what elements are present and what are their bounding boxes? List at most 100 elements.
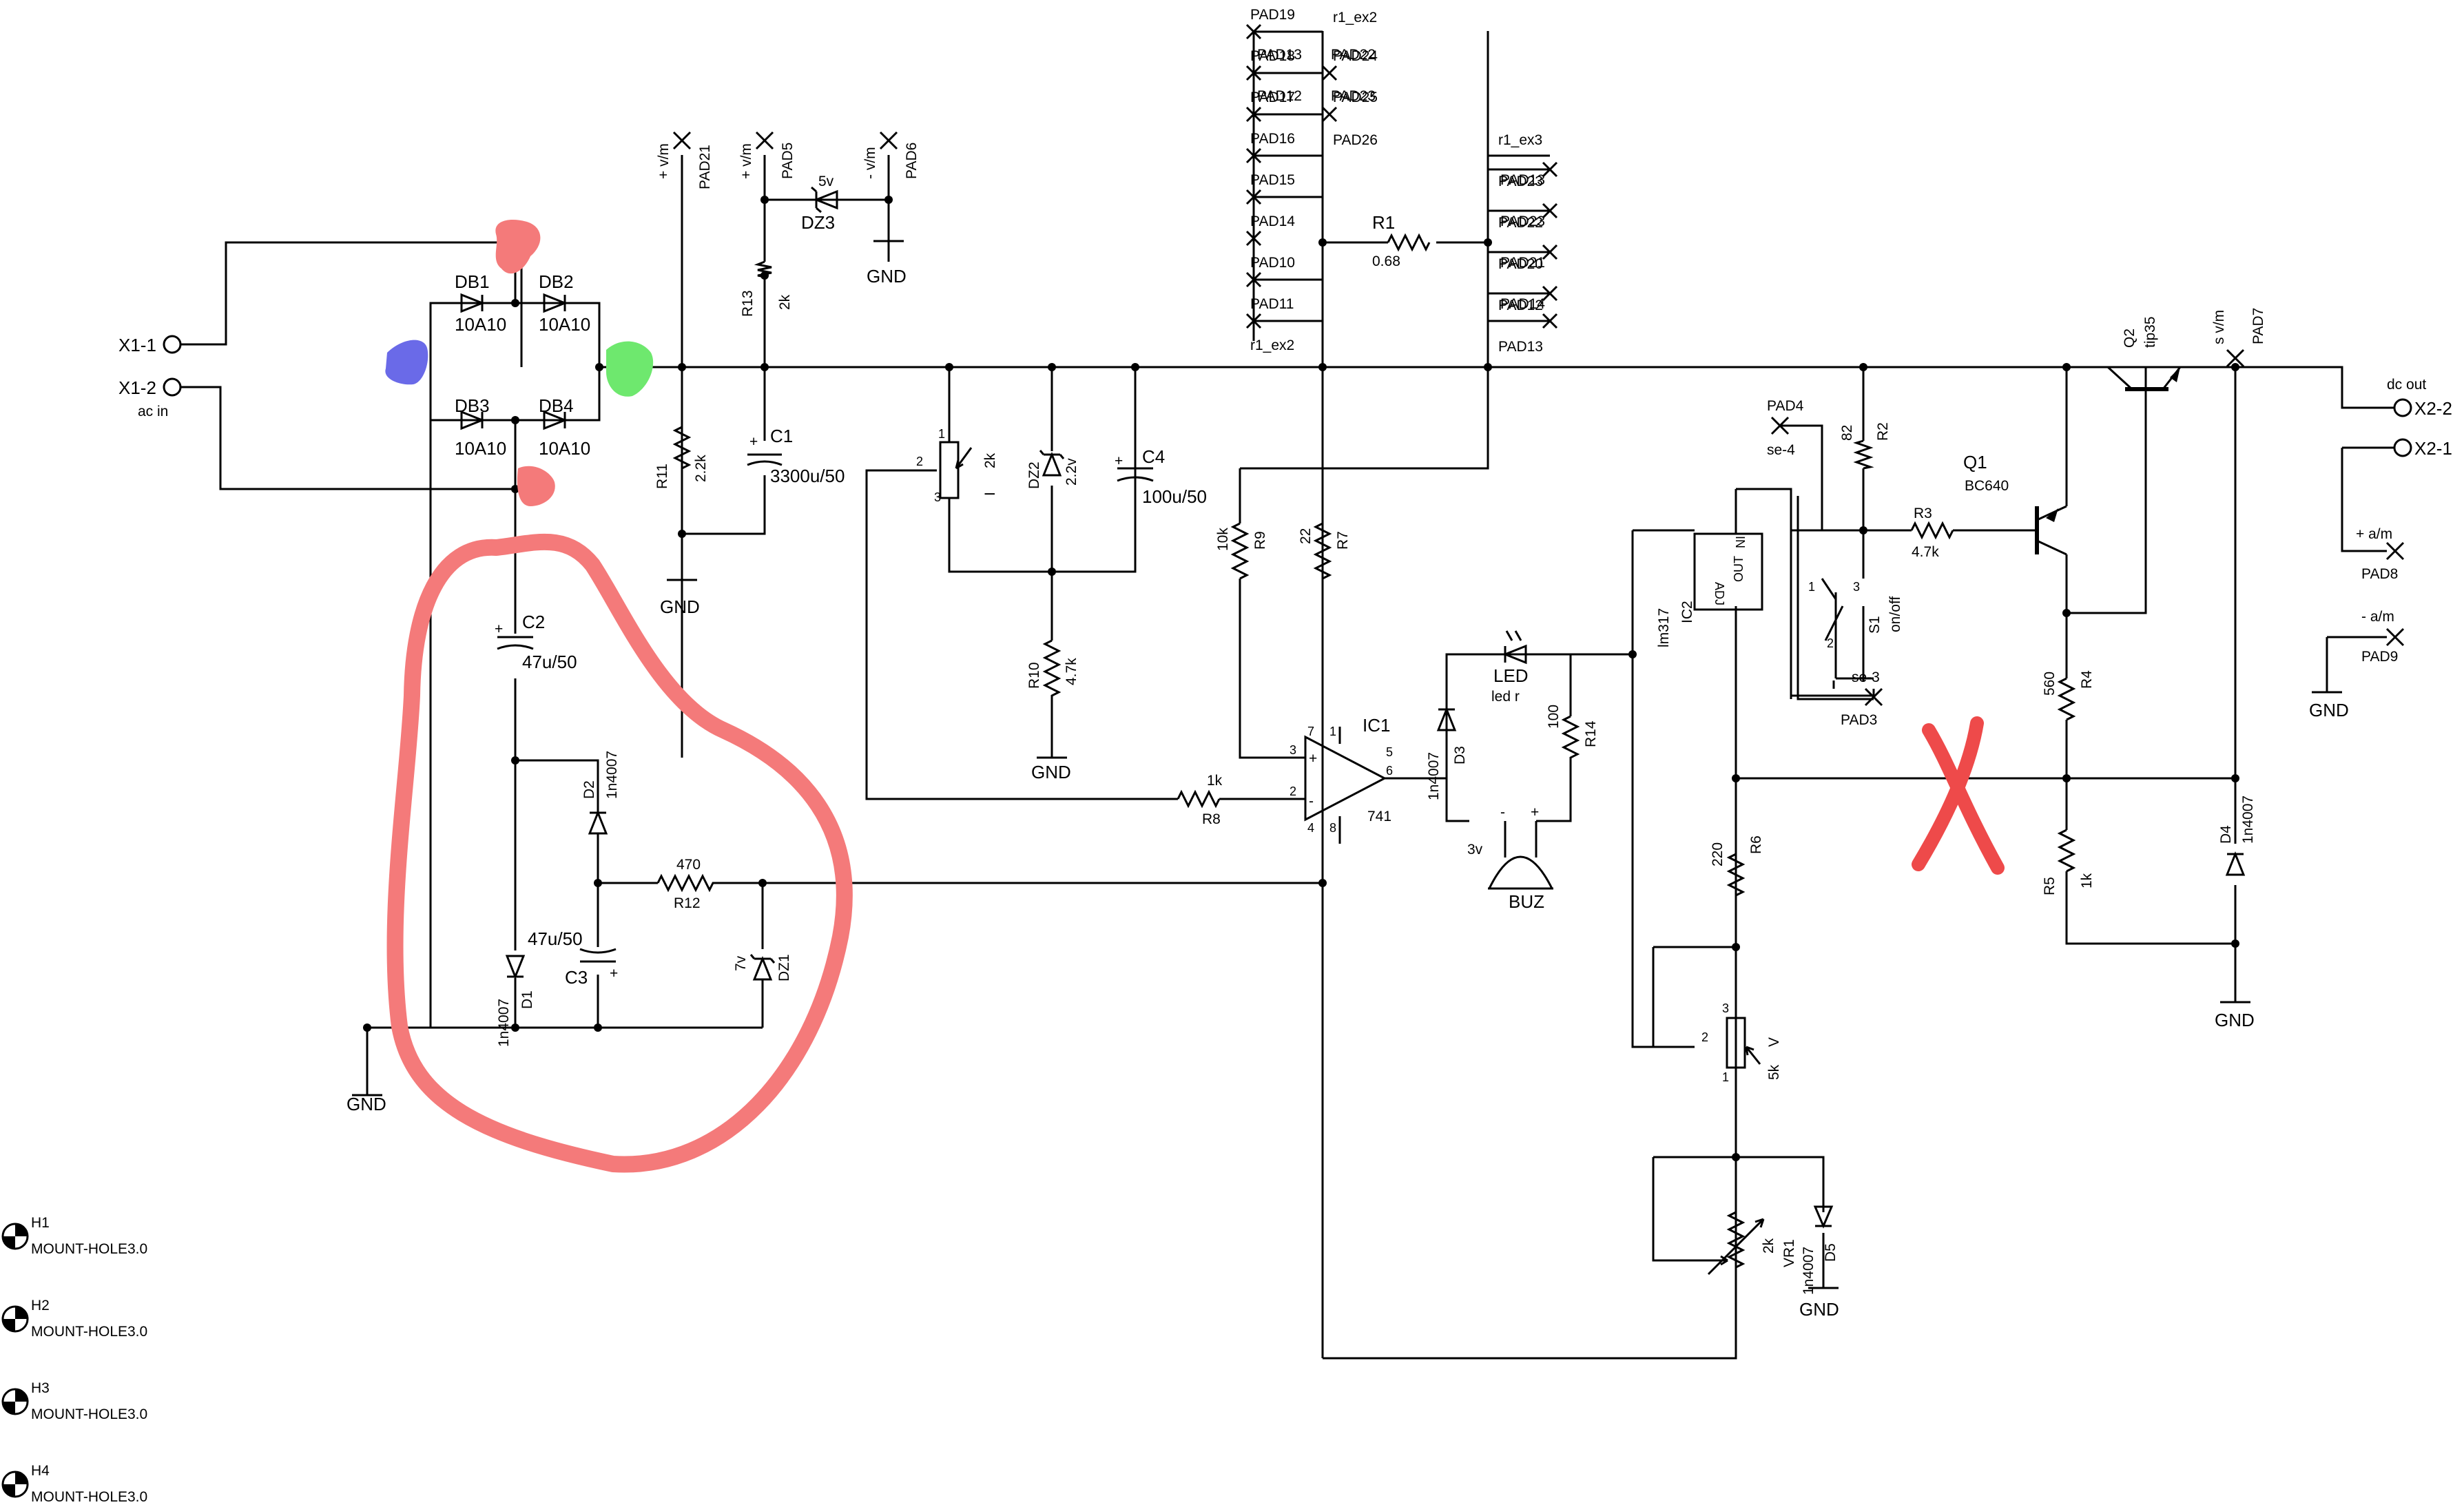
pad-label: PAD14 (1250, 214, 1295, 229)
hole-label: MOUNT-HOLE3.0 (31, 1324, 147, 1340)
mount-hole-h1: H1 MOUNT-HOLE3.0 (1, 1215, 147, 1257)
mount-hole-icon (1, 1470, 29, 1498)
switch-s1[interactable]: 1 2 3 S1 on/off (1808, 578, 1903, 678)
part-ref: I (982, 492, 998, 496)
part-ref: R10 (1026, 662, 1042, 689)
pad-label: PAD8 (2361, 566, 2398, 582)
transistor-q2: Q2 tip35 (2106, 316, 2182, 391)
part-ref: C4 (1142, 446, 1165, 467)
pin-number: 3 (1290, 743, 1296, 757)
part-value: 22 (1298, 528, 1314, 544)
pin-number: 2 (916, 455, 923, 468)
part-value: 7v (733, 955, 749, 971)
resistor-r5: R5 1k (2042, 829, 2095, 895)
pin-number: 1 (1808, 580, 1815, 594)
pad-label: PAD13 (1257, 47, 1302, 63)
variable-resistor-vr1: 2k VR1 (1707, 1211, 1797, 1291)
polarity: + (1115, 453, 1123, 469)
pad3[interactable]: se-3 PAD3 (1841, 669, 1883, 728)
connector-x2-1[interactable]: X2-1 (2393, 438, 2452, 459)
highlight-blob-left (385, 340, 428, 385)
pad-net: + v/m (738, 143, 754, 179)
pad-label: PAD13 (1500, 172, 1545, 188)
ground-icon: GND (1799, 1287, 1839, 1320)
pad9[interactable]: - a/m PAD9 (2361, 609, 2405, 665)
part-ref: D1 (519, 990, 535, 1009)
diode-db2: DB2 10A10 (539, 271, 590, 335)
pad-net: + v/m (656, 143, 672, 179)
diode-d5: 1n4007 D5 (1801, 1205, 1839, 1295)
mount-hole-h3: H3 MOUNT-HOLE3.0 (1, 1380, 147, 1422)
svg-text:GND: GND (2215, 1010, 2255, 1030)
pad4[interactable]: PAD4 se-4 (1767, 398, 1804, 458)
hole-label: MOUNT-HOLE3.0 (31, 1406, 147, 1422)
svg-text:GND: GND (346, 1094, 386, 1114)
pad-label: PAD23 (1500, 214, 1545, 229)
pad21[interactable]: + v/m PAD21 (656, 131, 713, 189)
part-ref: S1 (1867, 616, 1883, 634)
pad8[interactable]: + a/m PAD8 (2356, 526, 2405, 582)
part-ref: Q1 (1963, 452, 1987, 472)
capacitor-c4: + C4 100u/50 (1115, 446, 1207, 507)
part-ref: DZ3 (801, 212, 835, 233)
svg-text:GND: GND (1031, 762, 1071, 782)
pad-net: se-4 (1767, 442, 1795, 458)
part-value: 47u/50 (522, 652, 577, 672)
part-ref: R13 (740, 290, 756, 317)
part-ref: DB2 (539, 271, 574, 292)
part-value: 10A10 (539, 438, 590, 459)
diode-d2: D2 1n4007 (581, 751, 620, 835)
pad-label: PAD14 (1500, 296, 1545, 312)
pad-label: PAD11 (1250, 296, 1294, 312)
pin-label: IN (1733, 536, 1747, 548)
part-ref: R12 (674, 895, 701, 911)
pad-label: PAD9 (2361, 649, 2398, 665)
gnd-symbols: GND GND GND GND GND GND GND (346, 240, 2349, 1320)
zener-dz3: 5v DZ3 (801, 174, 838, 233)
pin-number: 1 (1329, 725, 1336, 738)
pad-net: - v/m (862, 147, 878, 179)
pad-label: PAD3 (1841, 712, 1877, 728)
connector-x1-2[interactable]: X1-2 ac in (118, 377, 182, 419)
part-value: 741 (1367, 809, 1391, 824)
buzzer: - + 3v BUZ (1467, 804, 1553, 912)
hole-label: MOUNT-HOLE3.0 (31, 1489, 147, 1505)
part-ref: Q2 (2122, 329, 2137, 348)
connector-net-label: ac in (138, 404, 168, 419)
polarity: + (749, 434, 758, 450)
connector-x1-1[interactable]: X1-1 (118, 335, 182, 355)
part-value: lm317 (1656, 608, 1672, 647)
part-value: 220 (1710, 842, 1726, 866)
pad-label: PAD17 (1250, 90, 1295, 105)
led: LED led r (1491, 630, 1529, 705)
pin-number: 1 (1722, 1070, 1729, 1084)
pad6[interactable]: - v/m PAD6 (862, 131, 920, 179)
pin-number: 2 (1290, 784, 1296, 798)
connector-x2-2[interactable]: X2-2 dc out (2387, 377, 2452, 419)
pad-label: PAD22 (1498, 215, 1543, 231)
part-value: 1n4007 (604, 751, 620, 799)
pad-marker-icon (1321, 65, 1338, 81)
part-value: BC640 (1965, 478, 2009, 494)
ground-icon: GND (346, 1094, 386, 1114)
diode-d1: 1n4007 D1 (496, 955, 535, 1047)
resistor-r13: R13 2k (740, 260, 793, 317)
diode-d3: 1n4007 D3 (1426, 706, 1468, 800)
pad7[interactable]: s v/m PAD7 (2211, 308, 2266, 368)
hole-ref: H2 (31, 1298, 50, 1313)
ground-icon: GND (2309, 691, 2349, 720)
pin-number: 5 (1386, 745, 1393, 759)
pin-label: OUT (1732, 556, 1746, 582)
pad-label: PAD5 (780, 143, 796, 179)
part-ref: DB4 (539, 395, 574, 416)
pad-label: PAD10 (1250, 255, 1295, 271)
part-value: 2k (777, 294, 793, 310)
pad5[interactable]: + v/m PAD5 (738, 131, 796, 179)
part-ref: C3 (565, 967, 588, 988)
pin-number: 3 (1853, 580, 1860, 594)
part-value: 1k (1207, 773, 1223, 789)
pad-marker-icon (1321, 106, 1338, 123)
annotations (385, 220, 2005, 1173)
part-ref: R5 (2042, 877, 2058, 895)
part-value: 10A10 (455, 438, 506, 459)
